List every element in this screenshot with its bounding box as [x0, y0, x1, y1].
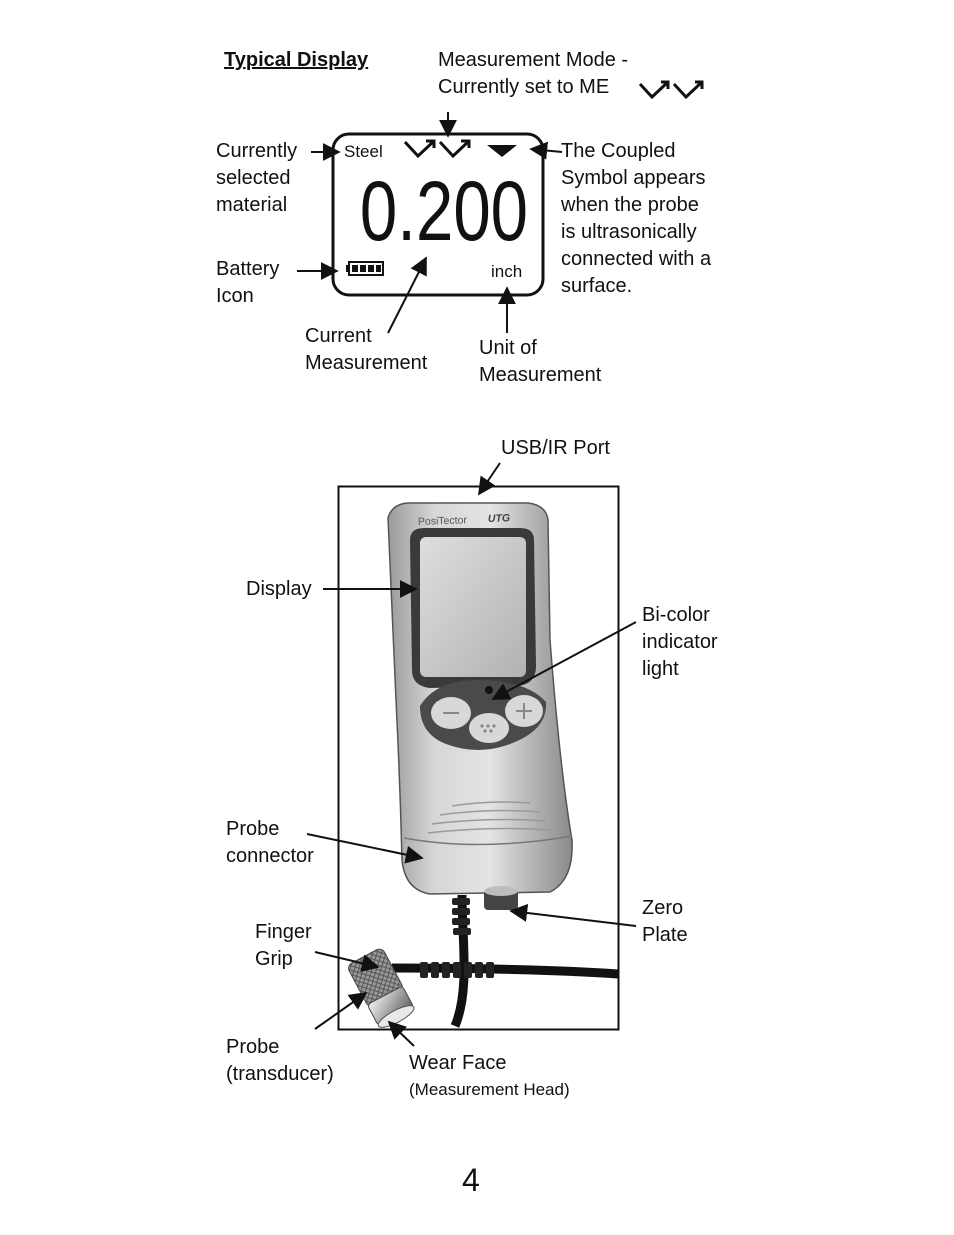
- probe-transducer-label: Probe (transducer): [226, 1036, 334, 1085]
- battery-icon: [346, 261, 384, 276]
- current-measurement-label: Current Measurement: [305, 325, 428, 374]
- coupled-symbol-label: The Coupled Symbol appears when the prob…: [561, 140, 712, 297]
- brand-label: PosiTector: [418, 514, 468, 528]
- top-callout-arrows: [297, 112, 563, 334]
- menu-dots-icon: [480, 724, 496, 733]
- mode-icon-screen: [403, 139, 471, 159]
- wear-face-sublabel: (Measurement Head): [409, 1080, 570, 1099]
- coupled-icon: [487, 145, 517, 157]
- plus-icon: [516, 703, 532, 719]
- probe-cable: [391, 894, 619, 1028]
- wear-face-label: Wear Face: [409, 1052, 507, 1074]
- mode-label-line1: Measurement Mode -: [438, 49, 629, 71]
- zero-plate: [484, 886, 518, 910]
- probe-connector-label: Probe connector: [226, 818, 314, 867]
- page-number: 4: [462, 1162, 480, 1198]
- menu-button[interactable]: [469, 713, 509, 743]
- screen-unit: inch: [491, 262, 522, 281]
- battery-label: Battery Icon: [216, 258, 280, 307]
- material-label: Currently selected material: [216, 140, 298, 216]
- screen-material: Steel: [344, 142, 383, 161]
- screen-reading: 0.200: [360, 165, 528, 259]
- usb-ir-port-label: USB/IR Port: [501, 437, 610, 459]
- mode-icon-label: [638, 80, 704, 100]
- indicator-light: [485, 686, 493, 694]
- mode-label-line2: Currently set to ME: [438, 76, 610, 98]
- typical-display-heading: Typical Display: [224, 49, 369, 71]
- finger-grip-label: Finger Grip: [255, 921, 312, 970]
- display-screen: [420, 537, 526, 677]
- vent-lines: [427, 801, 551, 834]
- bottom-callout-arrows: [306, 462, 637, 1047]
- lcd-frame: [331, 132, 545, 297]
- unit-label: Unit of Measurement: [479, 337, 602, 386]
- bi-color-indicator-label: Bi-color indicator light: [642, 604, 718, 680]
- model-label: UTG: [488, 512, 511, 525]
- display-label: Display: [246, 578, 312, 600]
- zero-plate-label: Zero Plate: [642, 897, 688, 946]
